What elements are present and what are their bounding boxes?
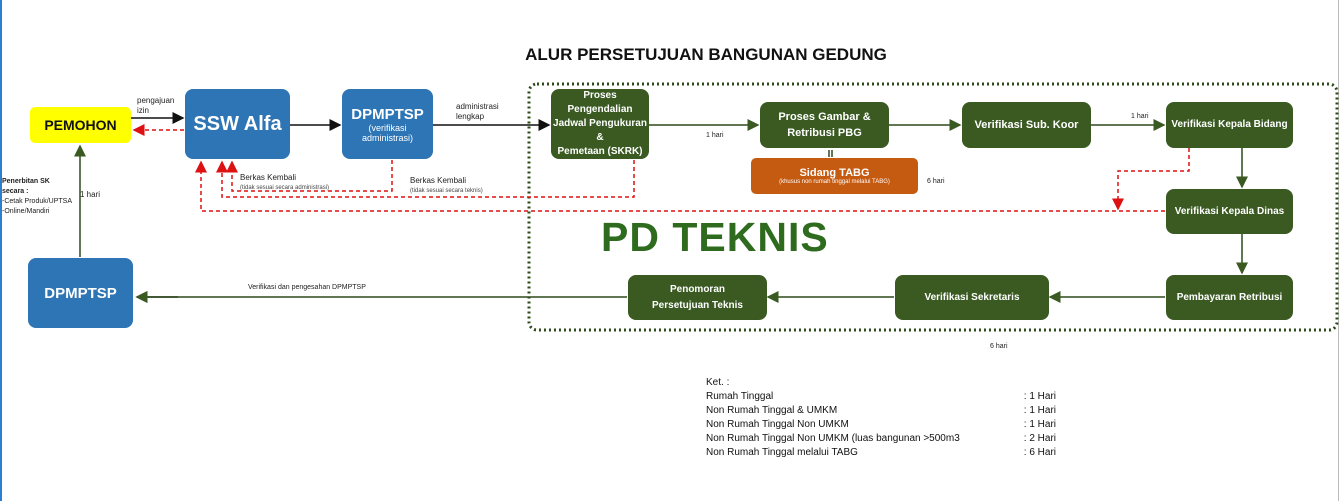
section-label-pd-teknis: PD TEKNIS bbox=[601, 214, 829, 260]
label-line: Berkas Kembali bbox=[410, 176, 467, 185]
node-label: DPMPTSP bbox=[351, 105, 424, 123]
label-line: lengkap bbox=[456, 112, 485, 121]
node-label: Penomoran bbox=[669, 283, 725, 295]
node-sub: administrasi) bbox=[361, 132, 413, 143]
scrollbar[interactable] bbox=[1338, 0, 1339, 501]
node-verifikasi-sub-koor: Verifikasi Sub. Koor bbox=[962, 102, 1091, 148]
node-label: Persetujuan Teknis bbox=[652, 299, 743, 311]
node-label: Jadwal Pengukuran & bbox=[553, 118, 647, 143]
label-1-hari-subkoor: 1 hari bbox=[1131, 113, 1149, 120]
label-line: pengajuan bbox=[137, 96, 175, 105]
legend-value: : 1 Hari bbox=[1023, 391, 1056, 402]
legend-value: : 2 Hari bbox=[1023, 433, 1056, 444]
label-line: (tidak sesuai secara administrasi) bbox=[240, 185, 330, 191]
label-6-hari-sidang: 6 hari bbox=[927, 178, 945, 185]
legend-value: : 1 Hari bbox=[1023, 405, 1056, 416]
node-label: Verifikasi Sekretaris bbox=[924, 291, 1020, 303]
legend-label: Non Rumah Tinggal & UMKM bbox=[706, 405, 838, 416]
label-line: (tidak sesuai secara teknis) bbox=[410, 188, 483, 194]
label-1-hari-skrk: 1 hari bbox=[706, 132, 724, 139]
label-1-hari-left: 1 hari bbox=[80, 190, 101, 199]
label-line: Penerbitan SK bbox=[2, 178, 50, 185]
label-line: -Online/Mandiri bbox=[2, 208, 50, 215]
node-dpmptsp-bottom: DPMPTSP bbox=[28, 258, 133, 328]
label-6-hari-bottom: 6 hari bbox=[990, 343, 1008, 350]
node-label: Proses Gambar & bbox=[778, 111, 871, 123]
legend-value: : 1 Hari bbox=[1023, 419, 1056, 430]
node-sidang-tabg: Sidang TABG(khusus non rumah tinggal mel… bbox=[751, 158, 918, 194]
node-verifikasi-kepala-dinas: Verifikasi Kepala Dinas bbox=[1166, 189, 1293, 234]
label-line: administrasi bbox=[456, 102, 499, 111]
node-label: Verifikasi Sub. Koor bbox=[974, 119, 1079, 131]
legend-row: Non Rumah Tinggal Non UMKM (luas banguna… bbox=[706, 432, 1056, 446]
node-label: SSW Alfa bbox=[193, 112, 282, 135]
page-title: ALUR PERSETUJUAN BANGUNAN GEDUNG bbox=[525, 45, 887, 64]
left-edge bbox=[0, 0, 2, 501]
legend-heading: Ket. : bbox=[706, 377, 730, 388]
node-verifikasi-kepala-bidang: Verifikasi Kepala Bidang bbox=[1166, 102, 1293, 148]
node-sub: (verifikasi bbox=[368, 122, 407, 133]
legend-label: Non Rumah Tinggal Non UMKM bbox=[706, 419, 849, 430]
legend-label: Rumah Tinggal bbox=[706, 391, 774, 402]
node-label: Sidang TABG bbox=[799, 167, 870, 179]
node-proses-gambar: Proses Gambar & Retribusi PBG bbox=[760, 102, 889, 148]
node-label: Verifikasi Kepala Bidang bbox=[1171, 119, 1288, 130]
node-label: Verifikasi Kepala Dinas bbox=[1174, 205, 1285, 217]
label-line: Berkas Kembali bbox=[240, 173, 297, 182]
legend-row: Non Rumah Tinggal Non UMKM : 1 Hari bbox=[706, 418, 1056, 432]
node-dpmptsp-verifikasi: DPMPTSP (verifikasi administrasi) bbox=[342, 89, 433, 159]
label-verifikasi-pengesahan: Verifikasi dan pengesahan DPMPTSP bbox=[248, 284, 366, 291]
node-label: Pembayaran Retribusi bbox=[1176, 291, 1283, 303]
legend: Ket. : Rumah Tinggal : 1 Hari Non Rumah T… bbox=[706, 376, 1056, 460]
legend-value: : 6 Hari bbox=[1023, 447, 1056, 458]
node-label: DPMPTSP bbox=[44, 284, 117, 302]
legend-label: Non Rumah Tinggal melalui TABG bbox=[706, 447, 858, 458]
label-line: secara : bbox=[2, 188, 29, 195]
label-berkas-kembali-administrasi: Berkas Kembali (tidak sesuai secara admin… bbox=[240, 173, 329, 193]
legend-row: Rumah Tinggal : 1 Hari bbox=[706, 390, 1056, 404]
legend-label: Non Rumah Tinggal Non UMKM (luas banguna… bbox=[706, 433, 960, 444]
node-label: Pemetaan (SKRK) bbox=[557, 146, 643, 157]
node-sub: (khusus non rumah tinggal melalui TABG) bbox=[779, 179, 890, 185]
legend-row: Non Rumah Tinggal & UMKM : 1 Hari bbox=[706, 404, 1056, 418]
node-label: Retribusi PBG bbox=[787, 127, 862, 139]
label-berkas-kembali-teknis: Berkas Kembali (tidak sesuai secara tekni… bbox=[410, 176, 483, 196]
node-verifikasi-sekretaris: Verifikasi Sekretaris bbox=[895, 275, 1049, 320]
node-pembayaran-retribusi: Pembayaran Retribusi bbox=[1166, 275, 1293, 320]
label-line: izin bbox=[137, 106, 150, 115]
node-label: Proses Pengendalian bbox=[567, 90, 633, 115]
label-line: -Cetak Produk/UPTSA bbox=[2, 198, 73, 205]
pd-teknis-boundary bbox=[527, 82, 1339, 332]
node-pemohon: PEMOHON bbox=[30, 107, 131, 143]
legend-row: Non Rumah Tinggal melalui TABG : 6 Hari bbox=[706, 446, 1056, 460]
label-penerbitan-sk: Penerbitan SK secara : -Cetak Produk/UPTSA… bbox=[2, 177, 72, 217]
node-ssw-alfa: SSW Alfa bbox=[185, 89, 290, 159]
node-label: PEMOHON bbox=[44, 117, 117, 133]
